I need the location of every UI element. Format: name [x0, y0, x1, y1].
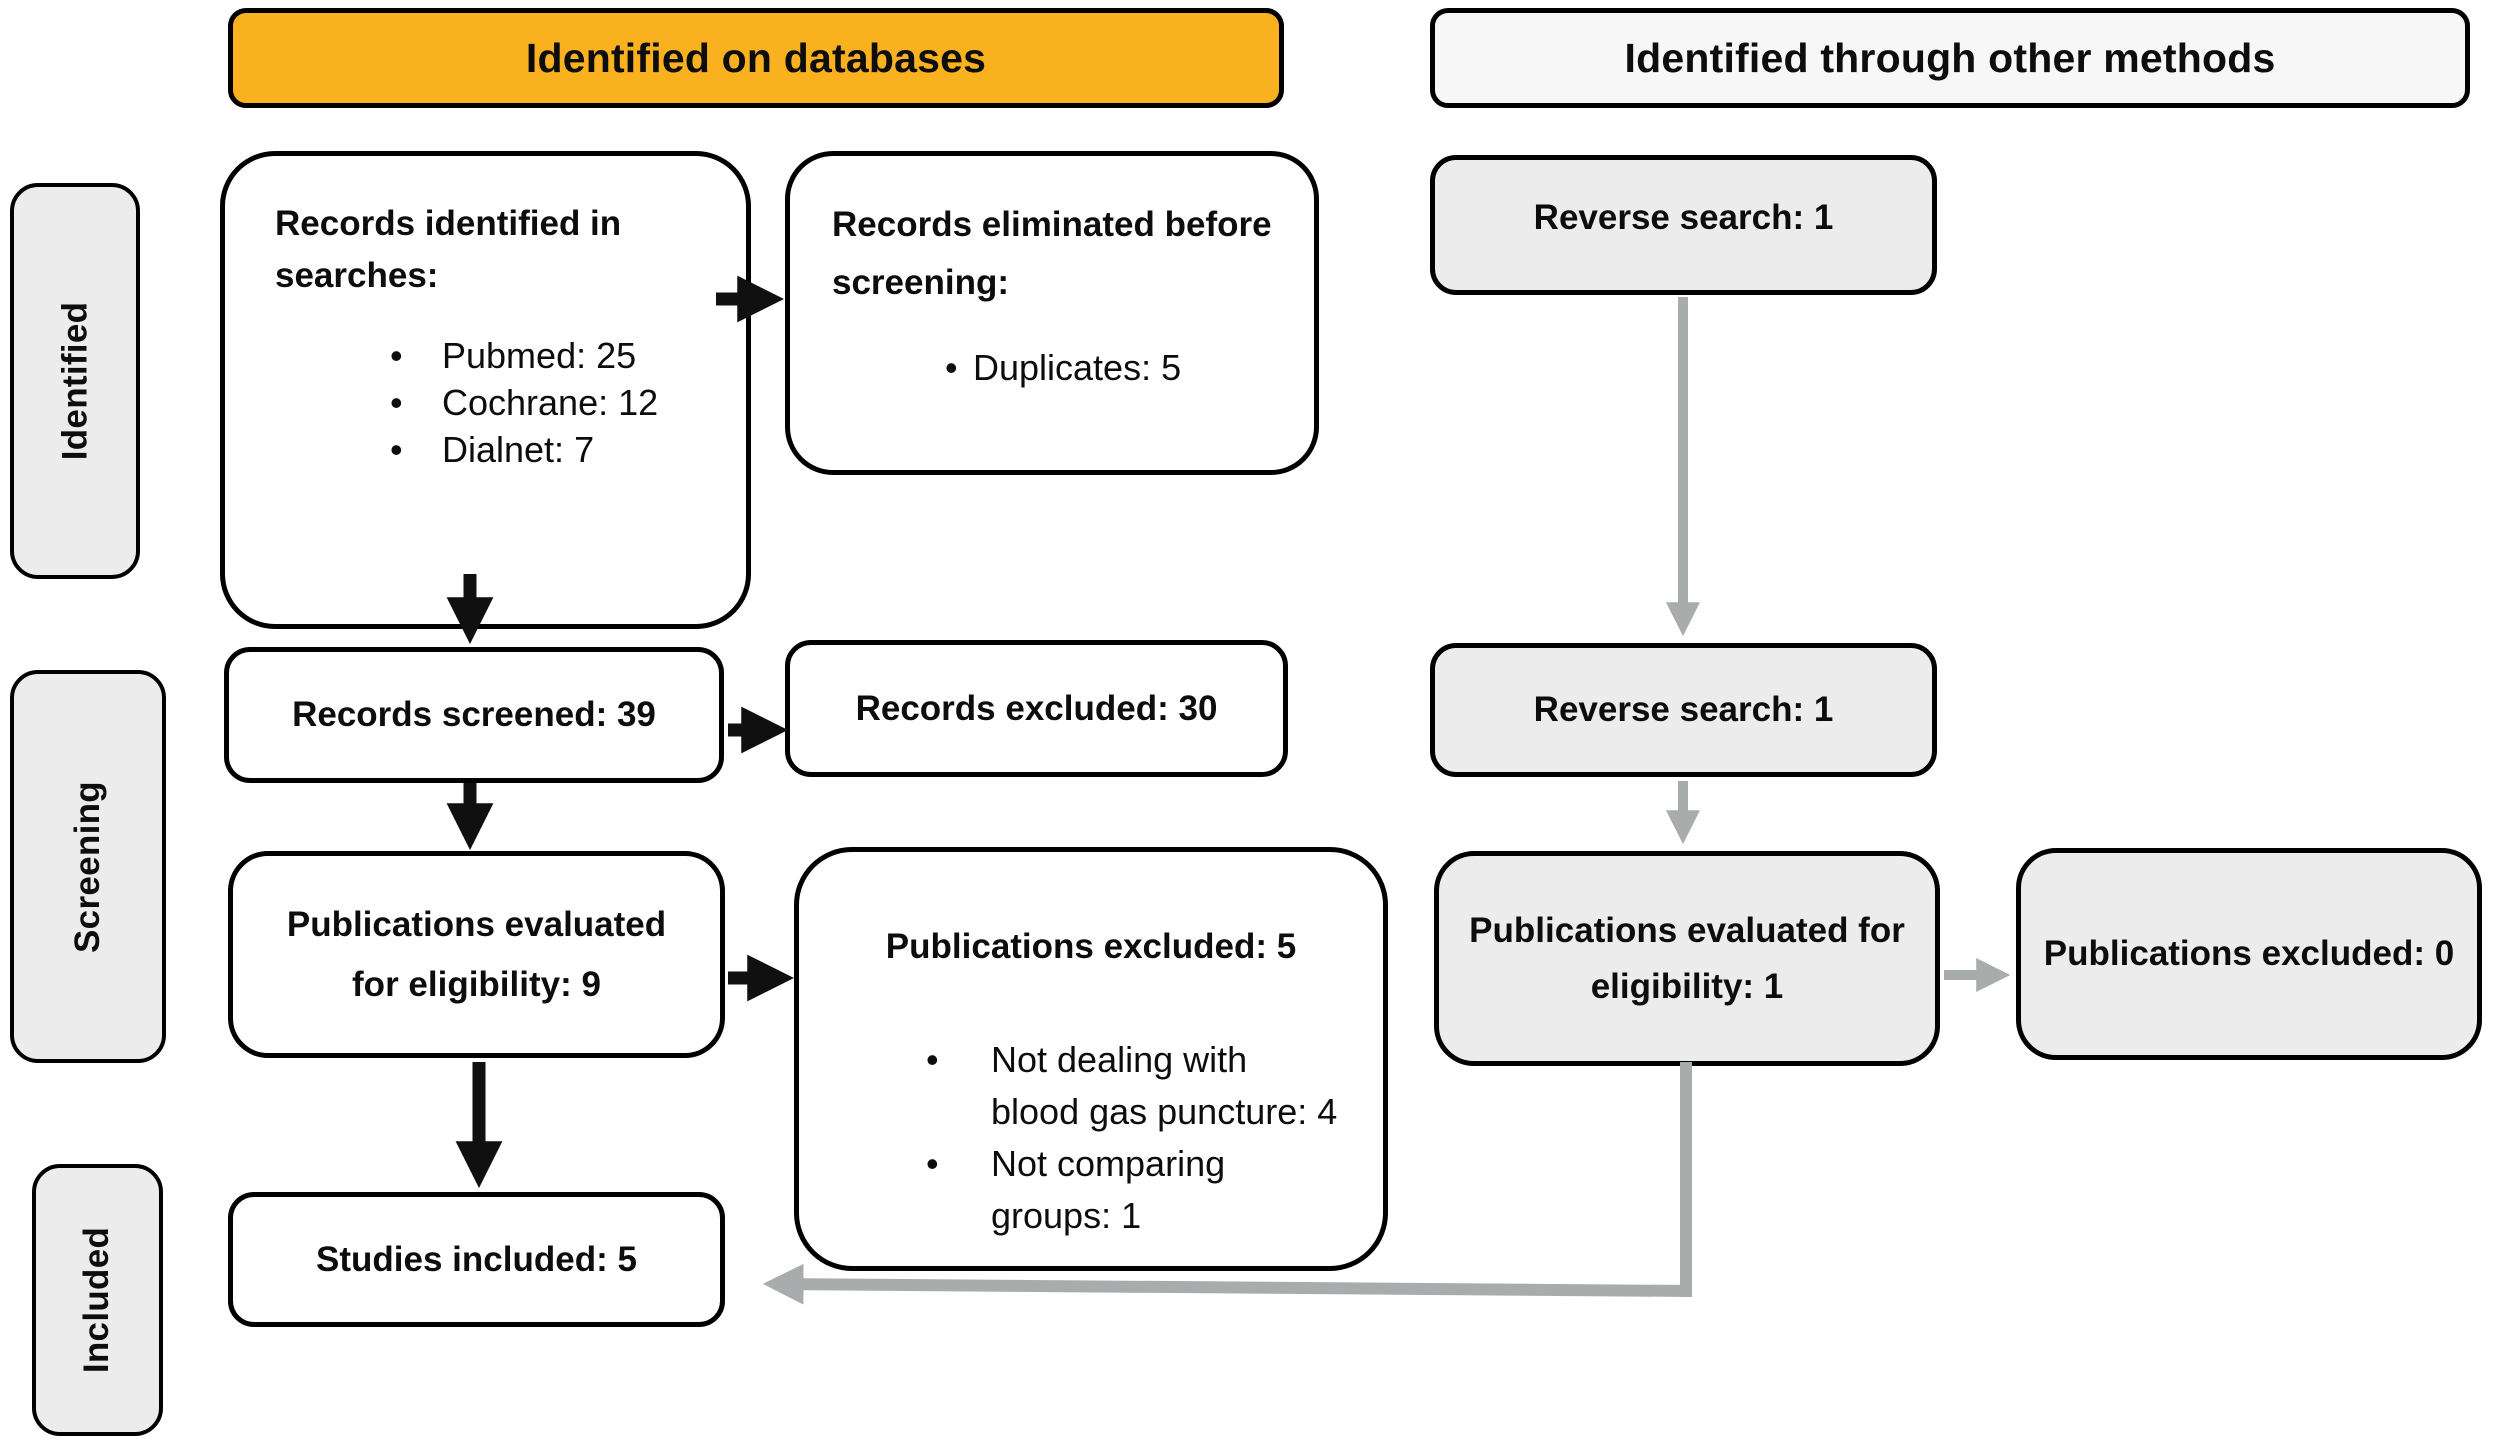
pubs-excluded-db-title: Publications excluded: 5 [885, 927, 1297, 966]
bullet-cochrane: Cochrane: 12 [390, 379, 722, 426]
records-excluded-title: Records excluded: 30 [855, 688, 1218, 728]
bullet-not-comparing: Not comparing groups: 1 [926, 1138, 1383, 1242]
pubs-excluded-other-title: Publications excluded: 0 [2043, 934, 2455, 973]
reverse-search-mid-title: Reverse search: 1 [1533, 690, 1834, 729]
box-pubs-evaluated-other: Publications evaluated for eligibility: … [1434, 851, 1940, 1066]
box-reverse-search-mid: Reverse search: 1 [1430, 643, 1937, 777]
records-eliminated-bullets: Duplicates: 5 [945, 344, 1296, 391]
header-other-methods-label: Identified through other methods [1624, 34, 2276, 81]
box-records-eliminated: Records eliminated before screening: Dup… [785, 151, 1319, 475]
box-pubs-evaluated-databases: Publications evaluated for eligibility: … [228, 851, 725, 1058]
stage-label-identified: Identified [10, 183, 140, 579]
box-pubs-excluded-other: Publications excluded: 0 [2016, 848, 2482, 1060]
records-eliminated-title: Records eliminated before screening: [832, 205, 1272, 302]
pubs-evaluated-other-title: Publications evaluated for eligibility: … [1469, 910, 1905, 1006]
records-identified-title: Records identified in searches: [275, 204, 622, 295]
stage-identified-text: Identified [55, 301, 94, 461]
box-records-excluded: Records excluded: 30 [785, 640, 1288, 777]
bullet-not-dealing: Not dealing with blood gas puncture: 4 [926, 1034, 1383, 1138]
bullet-duplicates: Duplicates: 5 [945, 344, 1296, 391]
reverse-search-top-title: Reverse search: 1 [1533, 198, 1834, 237]
stage-screening-text: Screening [68, 780, 107, 953]
pubs-evaluated-db-title: Publications evaluated for eligibility: … [286, 904, 667, 1004]
box-records-identified: Records identified in searches: Pubmed: … [220, 151, 751, 629]
header-databases-label: Identified on databases [525, 34, 987, 81]
arrow-other-methods-to-studies-included [762, 1263, 1693, 1305]
box-studies-included: Studies included: 5 [228, 1192, 725, 1327]
header-identified-other-methods: Identified through other methods [1430, 8, 2470, 108]
records-identified-bullets: Pubmed: 25 Cochrane: 12 Dialnet: 7 [390, 332, 722, 473]
header-identified-on-databases: Identified on databases [228, 8, 1284, 108]
stage-label-screening: Screening [10, 670, 166, 1063]
bullet-pubmed: Pubmed: 25 [390, 332, 722, 379]
studies-included-title: Studies included: 5 [316, 1239, 637, 1279]
bullet-dialnet: Dialnet: 7 [390, 426, 722, 473]
pubs-excluded-db-bullets: Not dealing with blood gas puncture: 4 N… [926, 1034, 1383, 1242]
box-pubs-excluded-databases: Publications excluded: 5 Not dealing wit… [794, 847, 1388, 1271]
records-screened-title: Records screened: 39 [292, 695, 656, 734]
box-records-screened: Records screened: 39 [224, 647, 724, 783]
stage-label-included: Included [32, 1164, 163, 1436]
box-reverse-search-top: Reverse search: 1 [1430, 155, 1937, 295]
stage-included-text: Included [77, 1226, 117, 1374]
